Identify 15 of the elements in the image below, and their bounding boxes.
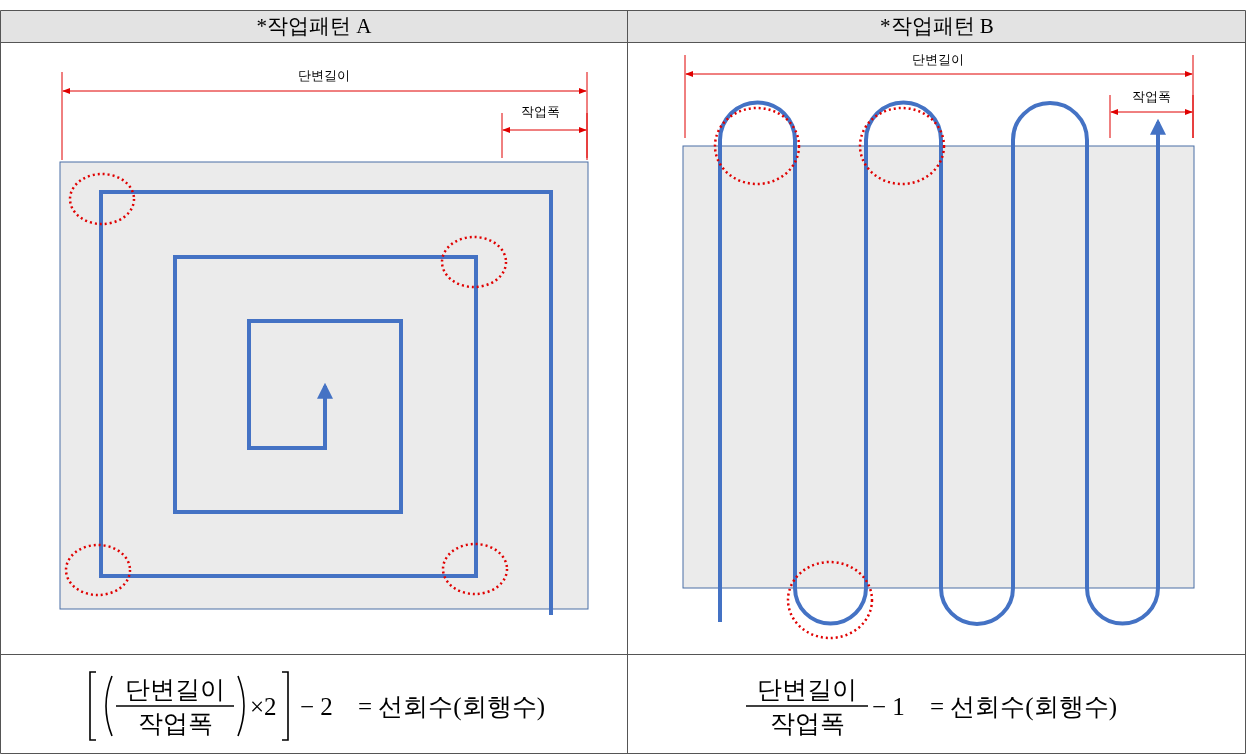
formula-term: 작업폭 [137,711,213,736]
formula-term: − 2 [300,694,333,719]
column-header: *작업패턴 B [880,16,994,37]
formula-term: 단변길이 [757,677,857,702]
formula-term: ×2 [250,694,277,719]
dimension-label: 단변길이 [912,53,964,66]
formula-term: − 1 [872,694,905,719]
column-header: *작업패턴 A [256,16,372,37]
formula-term: = 선회수(회행수) [930,694,1117,719]
formula-term: 작업폭 [769,711,845,736]
dimension-label: 작업폭 [520,105,560,118]
formula-term: = 선회수(회행수) [358,694,545,719]
dimension-label: 단변길이 [298,69,350,82]
dimension-label: 작업폭 [1131,90,1171,103]
formula-term: 단변길이 [125,677,225,702]
